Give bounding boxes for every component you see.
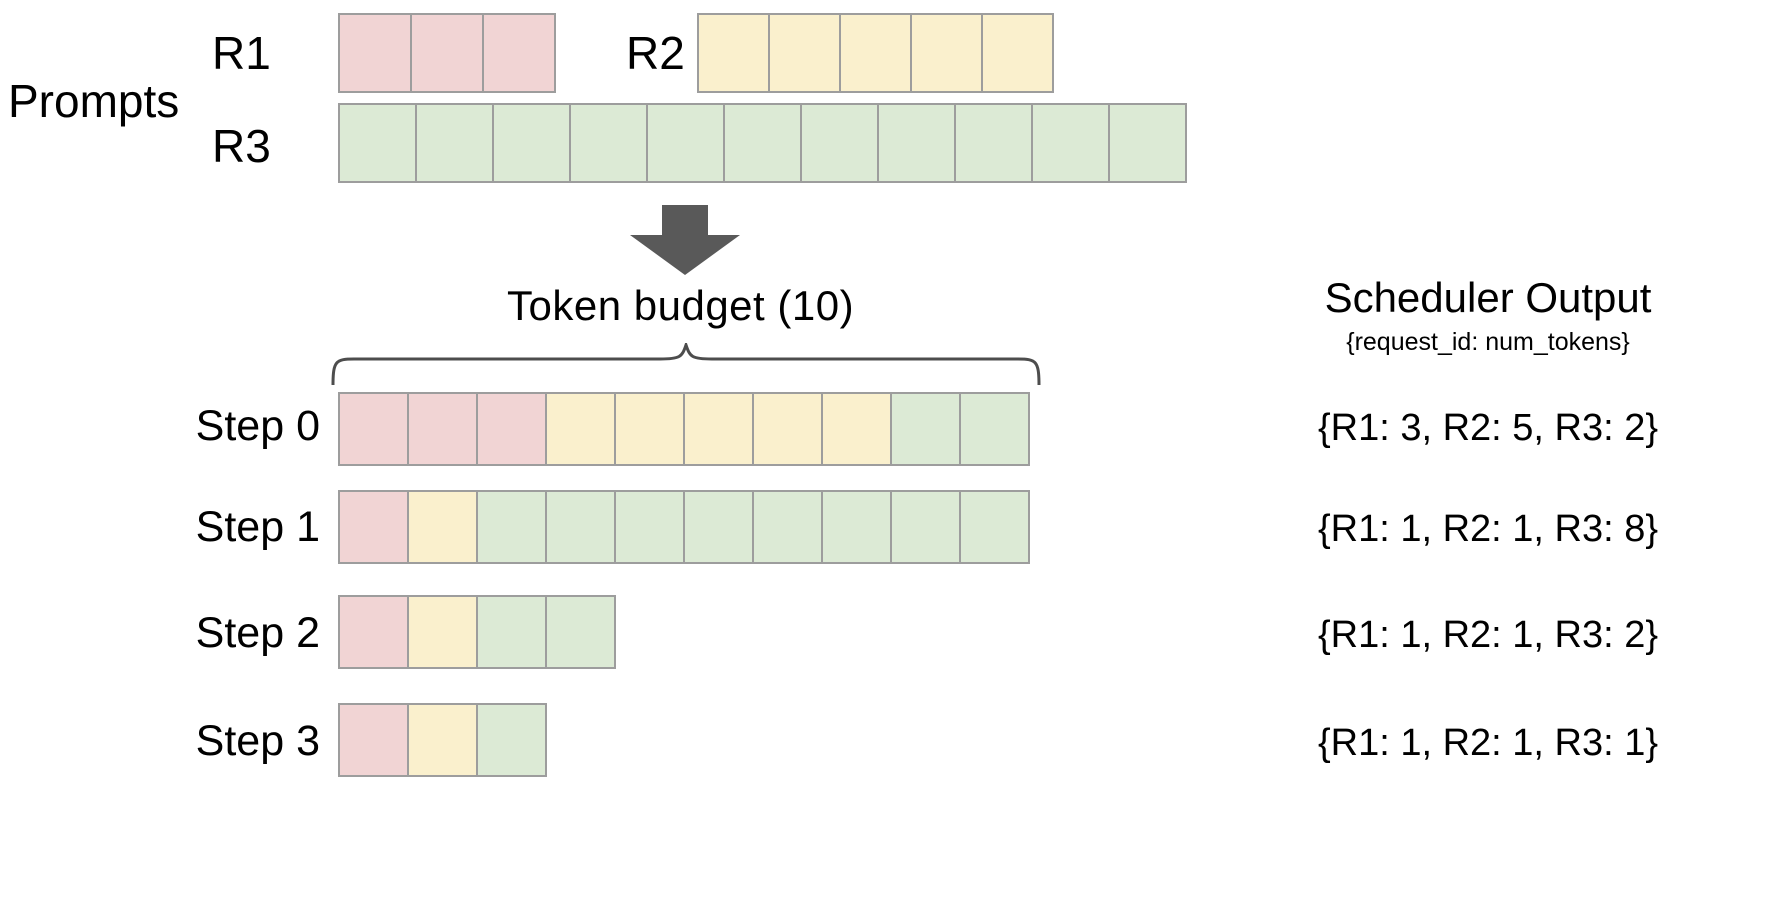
- token-cell-R2: [910, 13, 983, 93]
- token-cell-R3: [476, 703, 547, 777]
- token-cell-R3: [545, 490, 616, 564]
- token-cell-R1: [338, 490, 409, 564]
- prompt-label-r2: R2: [626, 27, 685, 79]
- token-cell-R2: [697, 13, 770, 93]
- scheduler-output-line-3: {R1: 1, R2: 1, R3: 1}: [1317, 722, 1659, 764]
- token-cell-R1: [482, 13, 556, 93]
- token-cell-R2: [768, 13, 841, 93]
- token-cell-R2: [981, 13, 1054, 93]
- step-row-2: [338, 595, 616, 669]
- token-cell-R1: [410, 13, 484, 93]
- token-cell-R3: [1031, 103, 1110, 183]
- token-cell-R2: [839, 13, 912, 93]
- token-cell-R2: [407, 490, 478, 564]
- prompt-row-r2: [697, 13, 1054, 93]
- token-cell-R2: [545, 392, 616, 466]
- token-cell-R3: [890, 392, 961, 466]
- token-cell-R1: [338, 13, 412, 93]
- step-label-3: Step 3: [195, 717, 320, 765]
- token-cell-R3: [821, 490, 892, 564]
- token-cell-R2: [821, 392, 892, 466]
- token-cell-R3: [890, 490, 961, 564]
- prompts-section-label: Prompts: [8, 75, 180, 127]
- prompt-row-r1: [338, 13, 556, 93]
- token-cell-R3: [723, 103, 802, 183]
- token-cell-R3: [492, 103, 571, 183]
- token-cell-R2: [614, 392, 685, 466]
- scheduler-output-line-1: {R1: 1, R2: 1, R3: 8}: [1317, 508, 1659, 550]
- token-cell-R3: [646, 103, 725, 183]
- token-cell-R3: [476, 490, 547, 564]
- step-row-0: [338, 392, 1030, 466]
- token-cell-R1: [338, 595, 409, 669]
- token-cell-R3: [338, 103, 417, 183]
- token-cell-R2: [407, 595, 478, 669]
- step-label-2: Step 2: [195, 609, 320, 657]
- token-cell-R1: [338, 703, 409, 777]
- token-cell-R3: [415, 103, 494, 183]
- curly-brace-icon: [330, 340, 1050, 390]
- token-cell-R3: [683, 490, 754, 564]
- prompt-row-r3: [338, 103, 1187, 183]
- token-cell-R3: [954, 103, 1033, 183]
- token-cell-R3: [959, 392, 1030, 466]
- token-cell-R1: [338, 392, 409, 466]
- token-cell-R3: [752, 490, 823, 564]
- token-cell-R2: [683, 392, 754, 466]
- token-cell-R2: [752, 392, 823, 466]
- step-row-1: [338, 490, 1030, 564]
- token-cell-R3: [614, 490, 685, 564]
- token-cell-R3: [1108, 103, 1187, 183]
- prompt-label-r1: R1: [212, 27, 271, 79]
- step-row-3: [338, 703, 547, 777]
- scheduler-output-subtitle: {request_id: num_tokens}: [1346, 328, 1630, 356]
- step-label-0: Step 0: [195, 402, 320, 450]
- token-budget-label: Token budget (10): [507, 282, 855, 329]
- token-cell-R3: [545, 595, 616, 669]
- step-label-1: Step 1: [195, 503, 320, 551]
- scheduler-output-line-0: {R1: 3, R2: 5, R3: 2}: [1317, 407, 1659, 449]
- prompt-label-r3: R3: [212, 120, 271, 172]
- scheduler-output-title: Scheduler Output: [1324, 274, 1652, 321]
- down-arrow-icon: [620, 205, 750, 280]
- token-cell-R3: [877, 103, 956, 183]
- token-cell-R3: [569, 103, 648, 183]
- token-cell-R3: [800, 103, 879, 183]
- token-cell-R2: [407, 703, 478, 777]
- token-cell-R1: [407, 392, 478, 466]
- token-cell-R3: [476, 595, 547, 669]
- token-cell-R3: [959, 490, 1030, 564]
- scheduler-output-line-2: {R1: 1, R2: 1, R3: 2}: [1317, 614, 1659, 656]
- token-cell-R1: [476, 392, 547, 466]
